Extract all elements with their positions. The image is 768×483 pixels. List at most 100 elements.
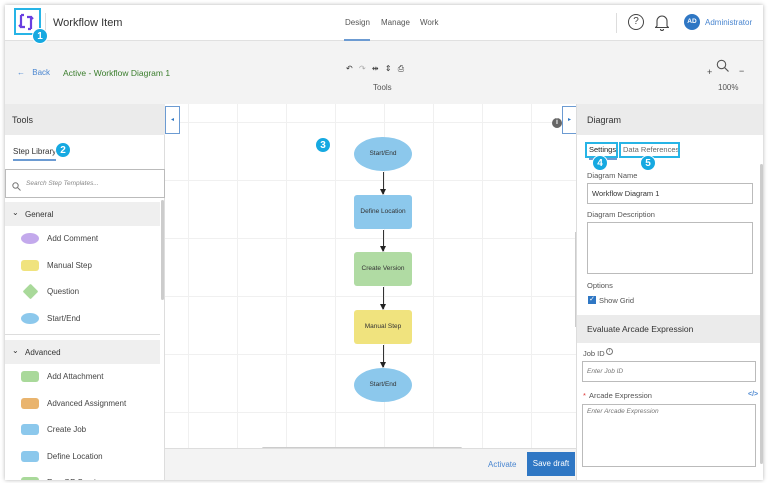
- bell-icon[interactable]: [655, 13, 669, 36]
- chevron-down-icon: ⌄: [12, 208, 19, 217]
- step-template-label: Manual Step: [47, 261, 92, 270]
- diagram-name-input[interactable]: [587, 183, 753, 204]
- step-template-item[interactable]: Add Attachment: [5, 364, 160, 390]
- step-template-item[interactable]: Question: [5, 279, 160, 305]
- zoom-in-button[interactable]: +: [707, 67, 712, 77]
- canvas-footer: Activate Save draft: [165, 448, 576, 480]
- job-id-input[interactable]: [582, 361, 756, 382]
- step-template-label: Start/End: [47, 314, 80, 323]
- panel-scrollbar[interactable]: [760, 164, 763, 464]
- search-placeholder: Search Step Templates...: [26, 180, 99, 187]
- badge-4: 4: [592, 155, 608, 171]
- step-template-label: Create Job: [47, 425, 86, 434]
- badge-3: 3: [315, 137, 331, 153]
- rect-shape-icon: [21, 371, 39, 382]
- arcade-expression-label: Arcade Expression: [589, 391, 652, 400]
- tools-panel: Tools Step Library Search Step Templates…: [5, 104, 165, 480]
- step-template-item[interactable]: Start/End: [5, 306, 160, 332]
- job-id-info-icon[interactable]: i: [606, 348, 613, 355]
- search-input[interactable]: Search Step Templates...: [5, 169, 165, 198]
- group-label: Advanced: [25, 348, 61, 357]
- job-id-label: Job ID: [583, 349, 605, 358]
- badge-5: 5: [640, 155, 656, 171]
- step-template-item[interactable]: Manual Step: [5, 253, 160, 279]
- user-name[interactable]: Administrator: [705, 18, 752, 27]
- group-header-general[interactable]: ⌄General: [5, 202, 160, 226]
- diagram-node-start-end[interactable]: Start/End: [354, 368, 412, 402]
- diagram-node-manual-step[interactable]: Manual Step: [354, 310, 412, 344]
- tab-step-library[interactable]: Step Library: [13, 147, 56, 156]
- tab-active-indicator: [13, 159, 56, 161]
- step-template-label: Run GP Service: [47, 478, 104, 480]
- connector-arrow[interactable]: [383, 230, 384, 251]
- chevron-down-icon: ⌄: [12, 346, 19, 355]
- code-editor-icon[interactable]: </>: [748, 391, 758, 398]
- connector-arrow[interactable]: [383, 172, 384, 194]
- diagram-description-label: Diagram Description: [587, 210, 655, 219]
- step-template-label: Question: [47, 287, 79, 296]
- app-window: Workflow Item Design Manage Work ? AD Ad…: [5, 5, 763, 480]
- divider: [5, 334, 160, 335]
- app-title: Workflow Item: [53, 17, 122, 29]
- zoom-level: 100%: [718, 83, 738, 92]
- diagram-nodes: Start/EndDefine LocationCreate VersionMa…: [165, 104, 576, 448]
- diagram-node-start-end[interactable]: Start/End: [354, 137, 412, 171]
- connector-arrow[interactable]: [383, 287, 384, 309]
- required-mark: *: [583, 391, 586, 400]
- distribute-horizontal-icon[interactable]: ⇹: [372, 64, 381, 73]
- connector-arrow[interactable]: [383, 345, 384, 367]
- nav-active-indicator: [344, 39, 370, 41]
- ellipse-shape-icon: [21, 233, 39, 244]
- print-icon[interactable]: ⎙: [398, 64, 406, 73]
- ellipse-shape-icon: [21, 313, 39, 324]
- rect-shape-icon: [21, 477, 39, 480]
- diagram-panel-title: Diagram: [577, 104, 763, 135]
- step-template-item[interactable]: Add Comment: [5, 226, 160, 252]
- diagram-node-create-version[interactable]: Create Version: [354, 252, 412, 286]
- app-header: Workflow Item Design Manage Work ? AD Ad…: [5, 5, 763, 41]
- help-icon[interactable]: ?: [628, 14, 644, 30]
- group-header-advanced[interactable]: ⌄ Advanced: [5, 340, 160, 364]
- diagram-description-input[interactable]: [587, 222, 753, 274]
- step-template-item[interactable]: Advanced Assignment: [5, 391, 160, 417]
- tools-label: Tools: [373, 83, 392, 92]
- avatar[interactable]: AD: [684, 14, 700, 30]
- undo-icon[interactable]: ↶: [346, 64, 355, 73]
- back-button[interactable]: ← Back: [17, 68, 50, 77]
- diagram-name-label: Diagram Name: [587, 171, 637, 180]
- diamond-shape-icon: [23, 284, 39, 300]
- nav-manage[interactable]: Manage: [381, 18, 410, 27]
- activate-button[interactable]: Activate: [488, 460, 516, 469]
- nav-design[interactable]: Design: [345, 18, 370, 27]
- rect-shape-icon: [21, 424, 39, 435]
- search-icon: [12, 178, 21, 196]
- step-list-scrollbar[interactable]: [161, 200, 164, 300]
- nav-work[interactable]: Work: [420, 18, 439, 27]
- step-template-label: Add Attachment: [47, 372, 103, 381]
- diagram-node-define-location[interactable]: Define Location: [354, 195, 412, 229]
- step-template-label: Define Location: [47, 452, 103, 461]
- step-template-item[interactable]: Run GP Service: [5, 470, 160, 480]
- step-template-item[interactable]: Create Job: [5, 417, 160, 443]
- distribute-vertical-icon[interactable]: ⇕: [385, 64, 394, 73]
- arcade-expression-input[interactable]: [582, 404, 756, 467]
- zoom-search-icon: [716, 59, 730, 78]
- tools-panel-title: Tools: [5, 104, 165, 135]
- step-template-label: Advanced Assignment: [47, 399, 126, 408]
- step-library-list: ⌄GeneralAdd CommentManual StepQuestionSt…: [5, 198, 160, 480]
- show-grid-checkbox[interactable]: ✓: [588, 296, 596, 304]
- step-template-item[interactable]: Define Location: [5, 444, 160, 470]
- options-label: Options: [587, 281, 613, 290]
- diagram-status: Active - Workflow Diagram 1: [63, 68, 170, 78]
- show-grid-label: Show Grid: [599, 296, 634, 305]
- divider: [616, 13, 617, 33]
- save-draft-button[interactable]: Save draft: [527, 452, 575, 476]
- arcade-section-title: Evaluate Arcade Expression: [577, 315, 763, 343]
- rect-shape-icon: [21, 260, 39, 271]
- zoom-out-button[interactable]: −: [739, 66, 744, 76]
- rect-shape-icon: [21, 451, 39, 462]
- diagram-canvas[interactable]: ◂ ▸ i Start/EndDefine LocationCreate Ver…: [165, 104, 576, 448]
- redo-icon[interactable]: ↷: [359, 64, 368, 73]
- step-template-label: Add Comment: [47, 234, 98, 243]
- rect-shape-icon: [21, 398, 39, 409]
